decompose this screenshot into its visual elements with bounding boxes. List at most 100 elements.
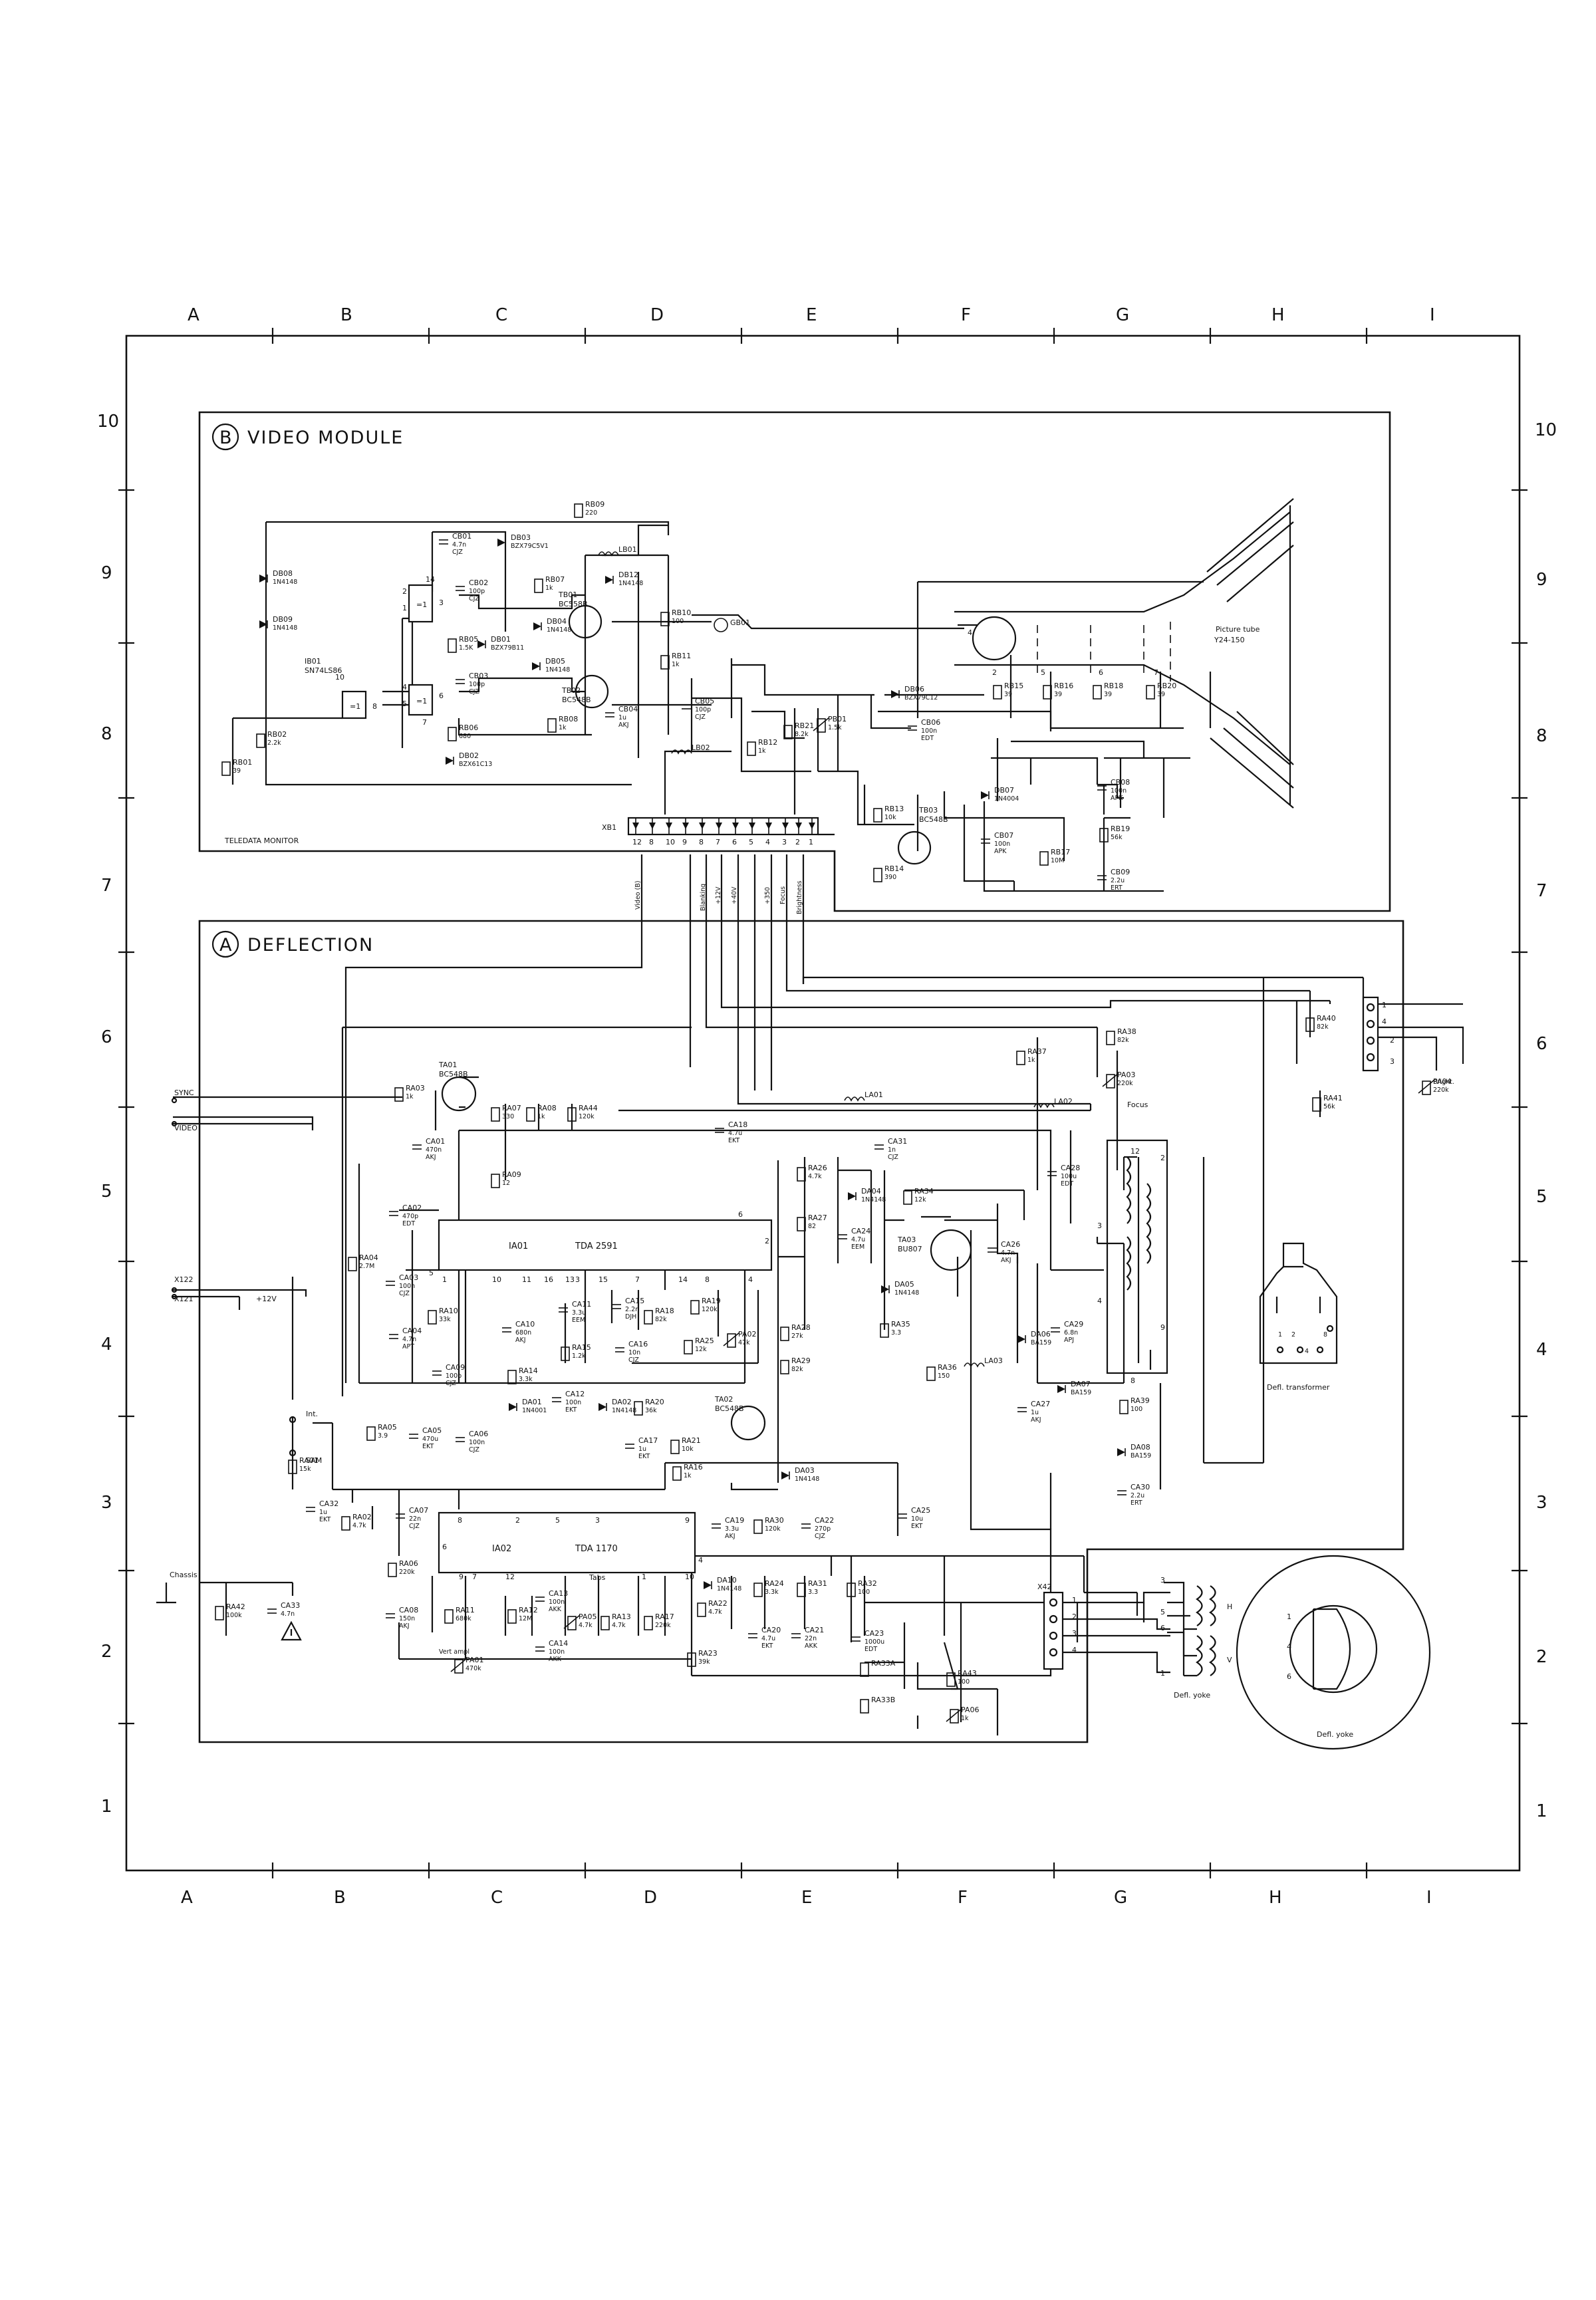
svg-text:1: 1	[1287, 1612, 1291, 1621]
defl-ref-ra07: RA07	[502, 1104, 521, 1112]
defl-value-ca09: 100p	[446, 1372, 462, 1380]
svg-text:6: 6	[439, 692, 444, 700]
video-ref-rb19: RB19	[1111, 825, 1130, 833]
svg-text:10: 10	[685, 1573, 694, 1581]
video-value-rb20: 39	[1157, 691, 1165, 698]
defl-note-ca08: AKJ	[399, 1622, 410, 1630]
defl-value-da06: BA159	[1031, 1339, 1051, 1346]
defl-value-ra14: 3.3k	[519, 1376, 533, 1383]
defl-value-ra15: 1.2k	[572, 1352, 586, 1360]
defl-value-ca08: 150n	[399, 1615, 415, 1622]
defl-note-ca13: AKK	[549, 1606, 562, 1613]
video-ref-rb18: RB18	[1104, 682, 1123, 690]
video-note-cb06: EDT	[921, 735, 934, 742]
video-value-db04: 1N4148	[547, 626, 571, 634]
video-value-cb03: 100p	[469, 681, 485, 688]
grid-col-a-bottom: A	[181, 1888, 193, 1908]
video-ref-rb16: RB16	[1054, 682, 1073, 690]
grid-row-5-left: 5	[101, 1182, 112, 1202]
picture-tube-part: Y24-150	[1214, 636, 1245, 644]
svg-text:=1: =1	[416, 697, 427, 705]
grid-row-10-left: 10	[97, 412, 119, 432]
ib01-part: SN74LS86	[305, 666, 342, 675]
defl-value-ra23: 39k	[698, 1658, 710, 1666]
grid-col-i-top: I	[1430, 305, 1435, 325]
ia02-ref: IA02	[492, 1544, 511, 1554]
defl-ref-ca03: CA03	[399, 1273, 418, 1282]
connector-x42: X42 12 34	[1037, 1583, 1170, 1674]
defl-ref-ca11: CA11	[572, 1300, 591, 1309]
grid-row-10-right: 10	[1535, 420, 1557, 440]
ia02-part: TDA 1170	[575, 1544, 618, 1554]
xb1-pin-4: 8	[699, 838, 704, 846]
defl-value-ra10: 33k	[439, 1316, 451, 1323]
defl-value-da01: 1N4001	[522, 1407, 547, 1414]
defl-ref-ra02: RA02	[352, 1513, 372, 1521]
svg-text:4: 4	[968, 628, 972, 637]
defl-ref-pa06: PA06	[961, 1706, 979, 1714]
defl-note-ca26: AKJ	[1001, 1257, 1011, 1264]
svg-text:TA03: TA03	[897, 1235, 916, 1244]
svg-text:1: 1	[402, 604, 407, 612]
defl-ref-da08: DA08	[1130, 1443, 1150, 1452]
video-ref-rb15: RB15	[1004, 682, 1023, 690]
grid-row-6-right: 6	[1536, 1034, 1547, 1054]
svg-text:TA02: TA02	[714, 1395, 733, 1404]
defl-note-ca27: AKJ	[1031, 1416, 1041, 1424]
grid-col-f-top: F	[961, 305, 971, 325]
defl-ref-ra04: RA04	[359, 1253, 378, 1262]
video-value-db06: BZX79C12	[904, 694, 938, 702]
xb1-signal-12v: +12V	[715, 886, 722, 904]
defl-note-ca03: CJZ	[399, 1290, 410, 1297]
svg-text:6: 6	[738, 1210, 743, 1219]
grid-row-7-right: 7	[1536, 881, 1547, 901]
defl-value-ra03: 1k	[406, 1093, 414, 1100]
video-ref-rb13: RB13	[884, 805, 904, 813]
svg-text:2: 2	[1160, 1154, 1165, 1162]
svg-text:3: 3	[1390, 1057, 1395, 1066]
video-value-cb09: 2.2u	[1111, 877, 1125, 884]
video-value-db03: BZX79C5V1	[511, 543, 549, 550]
grid-col-i-bottom: I	[1426, 1888, 1432, 1908]
video-ref-cb08: CB08	[1111, 778, 1130, 787]
video-value-rb21: 8.2k	[795, 731, 809, 738]
video-note-cb09: ERT	[1111, 884, 1123, 892]
defl-transformer-label: Defl. transformer	[1267, 1383, 1330, 1392]
video-value-db08: 1N4148	[273, 578, 297, 586]
defl-note-ca22: CJZ	[815, 1533, 825, 1540]
video-ref-cb01: CB01	[452, 532, 471, 541]
video-value-db01: BZX79B11	[491, 644, 524, 652]
defl-value-ca19: 3.3u	[725, 1525, 739, 1533]
focus-label: Focus	[1127, 1100, 1148, 1109]
grid-row-2-left: 2	[101, 1642, 112, 1662]
xb1-pin-7: 5	[749, 838, 753, 846]
svg-text:6: 6	[1099, 668, 1103, 677]
outer-border	[125, 334, 1521, 1872]
defl-value-ca10: 680n	[515, 1329, 531, 1337]
video-ref-cb03: CB03	[469, 672, 488, 680]
defl-note-ca23: EDT	[864, 1646, 877, 1653]
defl-ref-ra12: RA12	[519, 1606, 538, 1614]
svg-text:BC558B: BC558B	[559, 600, 588, 608]
video-value-rb12: 1k	[758, 747, 766, 755]
video-value-rb01: 39	[233, 767, 241, 775]
svg-text:8: 8	[1323, 1331, 1327, 1339]
defl-value-ra44: 120k	[579, 1113, 595, 1120]
video-value-cb08: 100n	[1111, 787, 1127, 795]
grid-columns-bottom: A B C D E F G H I	[181, 1888, 1432, 1908]
deflection-inputs: SYNC VIDEO X122 X121 +12V Chassis Int. S…	[156, 1079, 1454, 1656]
video-ref-cb06: CB06	[921, 718, 940, 727]
video-ref-lb02: LB02	[692, 743, 710, 752]
int-label: Int.	[306, 1410, 318, 1418]
svg-text:9: 9	[459, 1573, 464, 1581]
video-ref-db12: DB12	[618, 571, 638, 579]
svg-text:3: 3	[439, 598, 444, 607]
svg-text:14: 14	[426, 575, 435, 584]
svg-text:TB03: TB03	[918, 806, 938, 815]
svg-text:1: 1	[642, 1573, 646, 1581]
defl-value-pa01: 470k	[466, 1665, 481, 1672]
defl-note-ca17: EKT	[638, 1453, 650, 1460]
defl-value-ra35: 3.3	[891, 1329, 901, 1337]
defl-note-ca21: AKK	[805, 1642, 818, 1650]
